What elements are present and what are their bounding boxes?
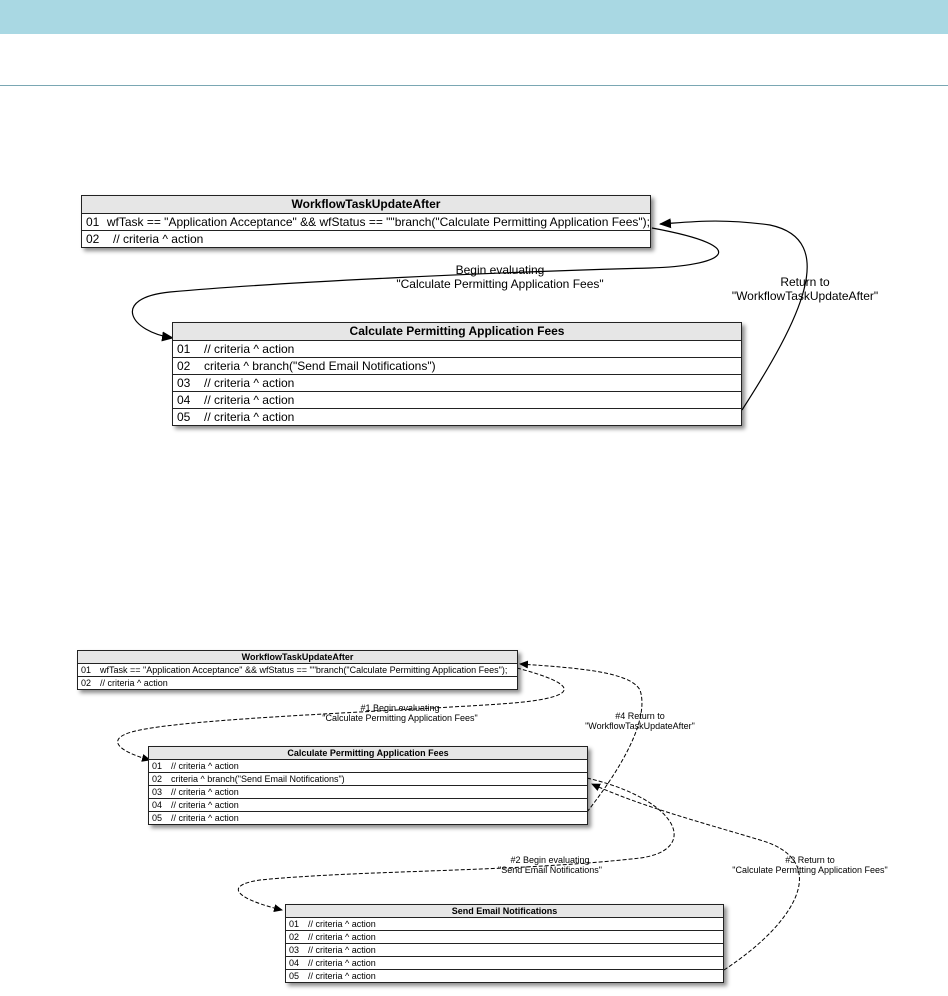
- table-workflowtaskupdateafter: WorkflowTaskUpdateAfter 01 wfTask == "Ap…: [81, 195, 651, 248]
- row-text: // criteria ^ action: [308, 932, 376, 942]
- table-calculate-fees: Calculate Permitting Application Fees 01…: [172, 322, 742, 426]
- row-text: // criteria ^ action: [308, 919, 376, 929]
- row-text: // criteria ^ action: [100, 678, 168, 688]
- table-title: Calculate Permitting Application Fees: [173, 323, 741, 341]
- table-title: WorkflowTaskUpdateAfter: [82, 196, 650, 214]
- row-number: 02: [289, 932, 300, 942]
- row-text: // criteria ^ action: [204, 393, 295, 407]
- row-text: // criteria ^ action: [204, 376, 295, 390]
- table-row: 04 // criteria ^ action: [173, 392, 741, 409]
- row-text: wfTask == "Application Acceptance" && wf…: [100, 665, 508, 675]
- table-workflowtaskupdateafter-small: WorkflowTaskUpdateAfter 01 wfTask == "App…: [77, 650, 518, 690]
- row-text: // criteria ^ action: [113, 232, 204, 246]
- label-return-to: Return to "WorkflowTaskUpdateAfter": [731, 275, 879, 303]
- row-number: 03: [289, 945, 300, 955]
- row-text: // criteria ^ action: [204, 410, 295, 424]
- row-number: 04: [289, 958, 300, 968]
- table-title: Calculate Permitting Application Fees: [149, 747, 587, 760]
- row-text: // criteria ^ action: [308, 958, 376, 968]
- row-text: criteria ^ branch("Send Email Notificati…: [171, 774, 345, 784]
- table-title: Send Email Notifications: [286, 905, 723, 918]
- row-number: 03: [177, 376, 191, 390]
- row-text: // criteria ^ action: [204, 342, 295, 356]
- table-row: 01 // criteria ^ action: [173, 341, 741, 358]
- table-row: 02 criteria ^ branch("Send Email Notifica…: [149, 773, 587, 786]
- row-text: // criteria ^ action: [171, 787, 239, 797]
- table-row: 01 wfTask == "Application Acceptance" && …: [78, 664, 517, 677]
- row-number: 01: [289, 919, 300, 929]
- label-begin-evaluating: Begin evaluating "Calculate Permitting A…: [396, 263, 604, 291]
- header-row: [0, 34, 948, 86]
- row-number: 04: [177, 393, 191, 407]
- label-1-begin-evaluating: #1 Begin evaluating "Calculate Permittin…: [322, 703, 478, 724]
- table-row: 03 // criteria ^ action: [286, 944, 723, 957]
- row-text: criteria ^ branch("Send Email Notificati…: [204, 359, 436, 373]
- table-row: 01 wfTask == "Application Acceptance" &&…: [82, 214, 650, 231]
- row-number: 05: [152, 813, 163, 823]
- row-number: 02: [86, 232, 100, 246]
- row-number: 02: [152, 774, 163, 784]
- table-send-email-notifications: Send Email Notifications 01 // criteria ^…: [285, 904, 724, 983]
- row-number: 01: [81, 665, 92, 675]
- label-4-return-to: #4 Return to "WorkflowTaskUpdateAfter": [585, 711, 695, 732]
- table-row: 04 // criteria ^ action: [149, 799, 587, 812]
- table-row: 02 // criteria ^ action: [82, 231, 650, 247]
- row-text: // criteria ^ action: [308, 945, 376, 955]
- row-number: 03: [152, 787, 163, 797]
- arrow-2-begin-evaluating: [237, 777, 675, 913]
- table-row: 03 // criteria ^ action: [149, 786, 587, 799]
- row-number: 05: [289, 971, 300, 981]
- row-number: 01: [177, 342, 191, 356]
- arrow-1-begin-evaluating: [117, 667, 565, 762]
- row-text: // criteria ^ action: [171, 761, 239, 771]
- label-2-begin-evaluating: #2 Begin evaluating "Send Email Notifica…: [498, 855, 602, 876]
- row-number: 01: [152, 761, 163, 771]
- label-3-return-to: #3 Return to "Calculate Permitting Appli…: [732, 855, 888, 876]
- table-title: WorkflowTaskUpdateAfter: [78, 651, 517, 664]
- row-text: wfTask == "Application Acceptance" && wf…: [106, 215, 650, 229]
- table-row: 05 // criteria ^ action: [286, 970, 723, 982]
- row-number: 02: [81, 678, 92, 688]
- row-number: 05: [177, 410, 191, 424]
- table-row: 02 criteria ^ branch("Send Email Notifica…: [173, 358, 741, 375]
- table-row: 01 // criteria ^ action: [286, 918, 723, 931]
- row-text: // criteria ^ action: [308, 971, 376, 981]
- arrow-begin-evaluating: [131, 227, 720, 342]
- table-row: 04 // criteria ^ action: [286, 957, 723, 970]
- table-row: 05 // criteria ^ action: [149, 812, 587, 824]
- row-text: // criteria ^ action: [171, 813, 239, 823]
- arrow-4-return-to: [519, 660, 643, 813]
- table-row: 01 // criteria ^ action: [149, 760, 587, 773]
- table-row: 02 // criteria ^ action: [286, 931, 723, 944]
- table-row: 03 // criteria ^ action: [173, 375, 741, 392]
- row-number: 04: [152, 800, 163, 810]
- arrow-return-to: [659, 218, 808, 411]
- row-text: // criteria ^ action: [171, 800, 239, 810]
- row-number: 02: [177, 359, 191, 373]
- table-row: 05 // criteria ^ action: [173, 409, 741, 425]
- table-row: 02 // criteria ^ action: [78, 677, 517, 689]
- row-number: 01: [86, 215, 100, 229]
- table-calculate-fees-small: Calculate Permitting Application Fees 01…: [148, 746, 588, 825]
- arrow-3-return-to: [591, 783, 800, 971]
